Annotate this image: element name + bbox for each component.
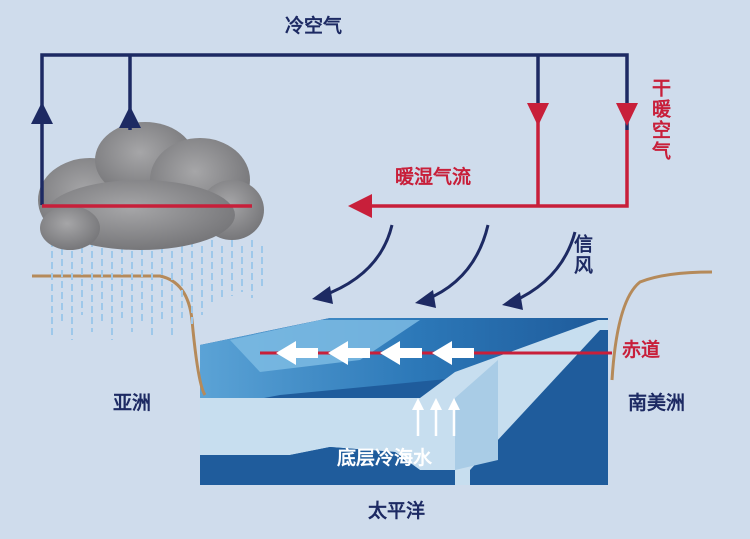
cloud-icon — [38, 122, 264, 250]
left-arrow-icon — [348, 194, 372, 218]
trade-wind-label: 信风 — [571, 234, 593, 276]
ocean-basin — [200, 318, 608, 485]
warm-moist-flow-label: 暖湿气流 — [395, 166, 472, 188]
down-arrows-icon — [348, 103, 638, 218]
deep-cold-water-label: 底层冷海水 — [337, 447, 433, 469]
upwelling-arrowheads — [412, 398, 460, 410]
trade-wind-arrowheads — [312, 286, 523, 310]
pacific-ocean-label: 太平洋 — [368, 500, 426, 522]
south-america-label: 南美洲 — [628, 392, 686, 414]
dry-warm-air-label: 干暖空气 — [649, 78, 671, 162]
up-arrows-icon — [31, 102, 141, 128]
cold-air-label: 冷空气 — [285, 15, 343, 37]
left-arrows-icon — [276, 341, 474, 365]
equator-label: 赤道 — [622, 339, 661, 361]
rain — [51, 240, 263, 340]
asia-label: 亚洲 — [113, 392, 152, 414]
up-arrows-icon — [416, 405, 456, 436]
trade-wind-arrows — [321, 224, 577, 304]
